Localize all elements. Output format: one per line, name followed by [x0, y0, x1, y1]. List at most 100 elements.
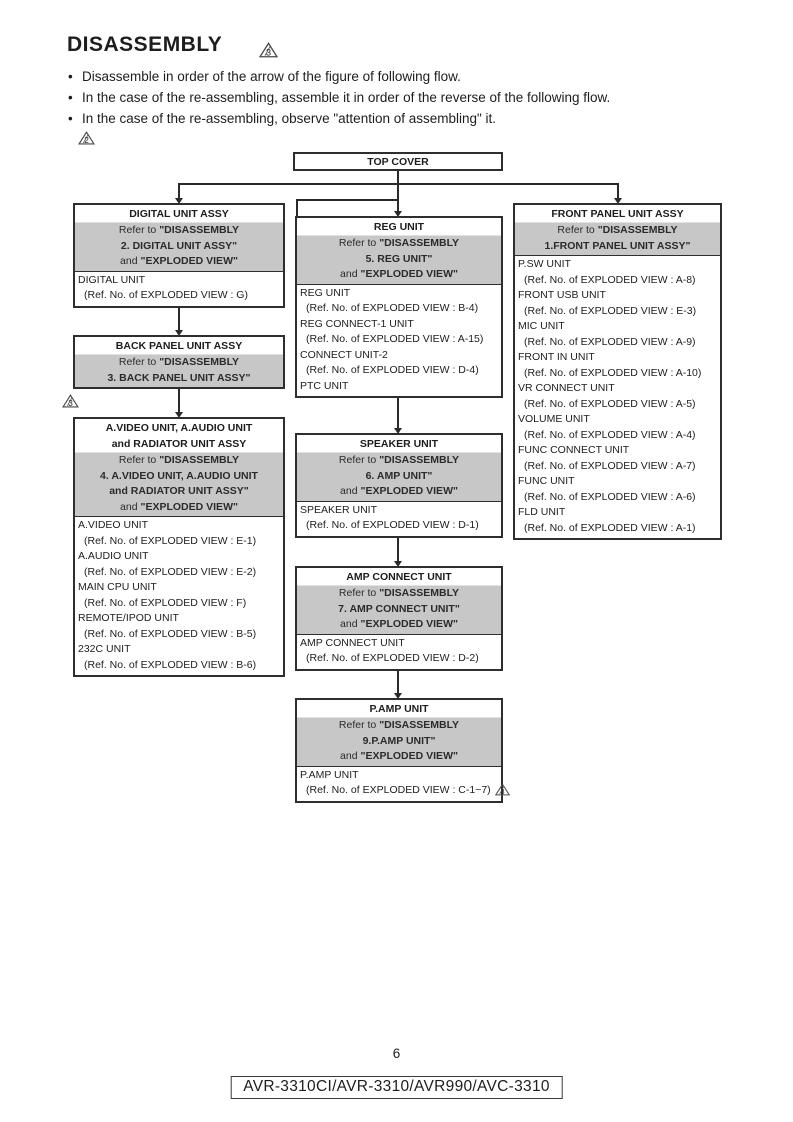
unit-name: PTC UNIT: [300, 379, 349, 392]
top-cover-box: TOP COVER: [293, 152, 503, 171]
instruction-item: •Disassemble in order of the arrow of th…: [68, 66, 610, 87]
unit-ref: (Ref. No. of EXPLODED VIEW : D-4): [306, 364, 479, 376]
footer-model-box: AVR-3310CI/AVR-3310/AVR990/AVC-3310: [230, 1076, 563, 1099]
unit-ref: (Ref. No. of EXPLODED VIEW : A-8): [524, 273, 696, 286]
instruction-item: •In the case of the re-assembling, obser…: [68, 108, 610, 129]
unit-name: REG UNIT: [300, 286, 351, 299]
connector-arrow: [394, 183, 401, 217]
instruction-text: Disassemble in order of the arrow of the…: [82, 69, 461, 84]
unit-ref: (Ref. No. of EXPLODED VIEW : G): [84, 289, 248, 301]
unit-name: FLD UNIT: [518, 506, 566, 518]
unit-ref: (Ref. No. of EXPLODED VIEW : E-1): [84, 534, 257, 547]
box-title-line: and RADIATOR UNIT ASSY: [111, 438, 247, 450]
svg-text:2: 2: [84, 136, 89, 145]
unit-list: REG UNIT(Ref. No. of EXPLODED VIEW : B-4…: [297, 283, 501, 397]
refer-line: 6. AMP UNIT": [365, 469, 433, 482]
instruction-item: •In the case of the re-assembling, assem…: [68, 87, 610, 108]
connector-arrow: [175, 296, 182, 336]
box-title: FRONT PANEL UNIT ASSY: [515, 205, 720, 222]
svg-text:3: 3: [266, 47, 271, 58]
box-title: REG UNIT: [297, 218, 501, 235]
unit-name: CONNECT UNIT-2: [300, 348, 388, 361]
unit-ref: (Ref. No. of EXPLODED VIEW : A-15): [306, 333, 484, 345]
box-title: SPEAKER UNIT: [297, 435, 501, 452]
unit-name: P.AMP UNIT: [300, 768, 359, 781]
refer-line: 9.P.AMP UNIT": [362, 734, 436, 747]
unit-name: DIGITAL UNIT: [78, 273, 146, 286]
unit-ref: (Ref. No. of EXPLODED VIEW : A-10): [524, 366, 702, 379]
refer-line: and "EXPLODED VIEW": [340, 750, 458, 762]
caution-triangle-icon: 3: [494, 783, 510, 796]
caution-triangle-icon: 3: [62, 394, 79, 408]
unit-list: AMP CONNECT UNIT (Ref. No. of EXPLODED VI…: [297, 633, 501, 669]
unit-list: DIGITAL UNIT (Ref. No. of EXPLODED VIEW :…: [75, 270, 283, 306]
unit-ref: (Ref. No. of EXPLODED VIEW : B-5): [84, 627, 257, 640]
unit-name: FUNC UNIT: [518, 475, 575, 487]
unit-ref: (Ref. No. of EXPLODED VIEW : D-2): [306, 652, 479, 664]
unit-name: A.VIDEO UNIT: [78, 519, 149, 531]
unit-list: P.AMP UNIT (Ref. No. of EXPLODED VIEW : C…: [297, 765, 510, 801]
unit-ref: (Ref. No. of EXPLODED VIEW : E-3): [524, 304, 697, 317]
unit-ref: (Ref. No. of EXPLODED VIEW : D-1): [306, 519, 479, 531]
box-title-line: A.VIDEO UNIT, A.AUDIO UNIT: [105, 422, 253, 434]
connector-arrow: [394, 392, 401, 434]
instruction-text: In the case of the re-assembling, observ…: [82, 111, 497, 126]
connector-line: [296, 199, 298, 217]
connector-arrow: [394, 656, 401, 699]
unit-ref: (Ref. No. of EXPLODED VIEW : C-1~7)3: [297, 783, 510, 799]
caution-triangle-icon: 3: [258, 42, 279, 63]
unit-ref: (Ref. No. of EXPLODED VIEW : A-7): [524, 459, 696, 472]
refer-line: Refer to "DISASSEMBLY: [118, 454, 240, 466]
refer-line: 2. DIGITAL UNIT ASSY": [120, 239, 238, 252]
refer-line: and "EXPLODED VIEW": [340, 268, 458, 280]
instruction-text: In the case of the re-assembling, assemb…: [82, 90, 611, 105]
svg-text:3: 3: [68, 399, 73, 408]
unit-name: AMP CONNECT UNIT: [300, 636, 405, 649]
refer-line: 3. BACK PANEL UNIT ASSY": [107, 371, 251, 384]
connector-arrow: [175, 183, 182, 204]
box-title-line: P.AMP UNIT: [369, 703, 429, 715]
box-title-line: BACK PANEL UNIT ASSY: [115, 340, 243, 352]
unit-ref: (Ref. No. of EXPLODED VIEW : A-1): [524, 521, 696, 534]
box-title: P.AMP UNIT: [297, 700, 501, 717]
unit-ref: (Ref. No. of EXPLODED VIEW : A-6): [524, 490, 696, 503]
unit-ref: (Ref. No. of EXPLODED VIEW : E-2): [84, 565, 257, 578]
refer-line: and "EXPLODED VIEW": [340, 485, 458, 497]
box-title: DIGITAL UNIT ASSY: [75, 205, 283, 222]
caution-triangle-icon: 2: [78, 131, 95, 145]
unit-name: MAIN CPU UNIT: [78, 581, 157, 593]
refer-line: Refer to "DISASSEMBLY: [557, 224, 678, 236]
box-title: BACK PANEL UNIT ASSY: [75, 337, 283, 354]
box-title-line: FRONT PANEL UNIT ASSY: [551, 208, 684, 220]
svg-text:3: 3: [500, 787, 504, 796]
instruction-list: •Disassemble in order of the arrow of th…: [68, 66, 610, 129]
unit-ref: (Ref. No. of EXPLODED VIEW : F): [84, 596, 247, 609]
box-title: AMP CONNECT UNIT: [297, 568, 501, 585]
unit-name: SPEAKER UNIT: [300, 503, 378, 516]
refer-line: and "EXPLODED VIEW": [120, 255, 238, 267]
unit-name: 232C UNIT: [78, 643, 131, 655]
box-title: TOP COVER: [367, 156, 429, 168]
connector-line: [397, 168, 399, 183]
unit-name: FUNC CONNECT UNIT: [518, 444, 630, 456]
connector-line: [296, 199, 398, 201]
unit-list: A.VIDEO UNIT (Ref. No. of EXPLODED VIEW :…: [75, 516, 283, 675]
refer-line: and "EXPLODED VIEW": [340, 618, 458, 630]
caution-triangle-icon: 2: [78, 131, 95, 150]
unit-ref: (Ref. No. of EXPLODED VIEW : B-6): [84, 658, 257, 671]
connector-arrow: [614, 183, 621, 204]
unit-name: VOLUME UNIT: [518, 413, 590, 425]
refer-line: Refer to "DISASSEMBLY: [338, 587, 460, 599]
unit-name: REG CONNECT-1 UNIT: [300, 317, 414, 330]
unit-ref: (Ref. No. of EXPLODED VIEW : A-5): [524, 397, 696, 410]
